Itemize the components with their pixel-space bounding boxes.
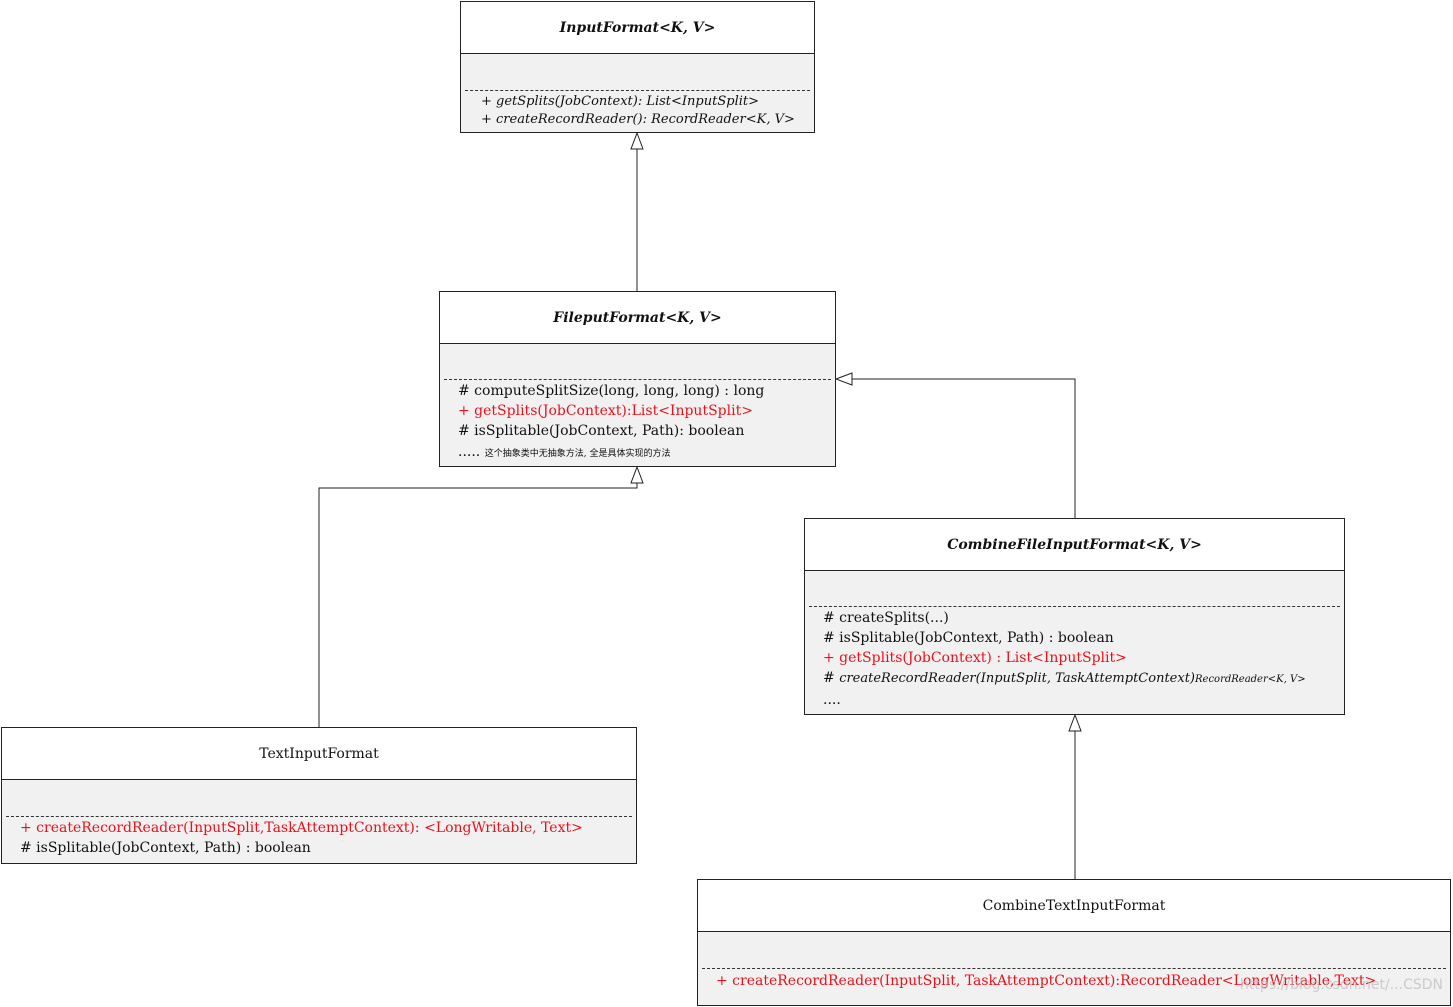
watermark: https://blog.csdn.net/...CSDN bbox=[1239, 977, 1443, 993]
more-operations: .... bbox=[823, 692, 841, 708]
class-name: CombineFileInputFormat<K, V> bbox=[805, 519, 1344, 571]
operation-signature: createRecordReader(InputSplit, TaskAttem… bbox=[839, 671, 1195, 686]
operations-compartment: + getSplits(JobContext): List<InputSplit… bbox=[461, 91, 814, 129]
class-input-format: InputFormat<K, V> + getSplits(JobContext… bbox=[460, 1, 815, 133]
operation: + getSplits(JobContext) : List<InputSpli… bbox=[823, 650, 1127, 666]
class-fileput-format: FileputFormat<K, V> # computeSplitSize(l… bbox=[439, 291, 836, 467]
operation: + createRecordReader(InputSplit, TaskAtt… bbox=[716, 973, 1377, 989]
class-name: CombineTextInputFormat bbox=[698, 880, 1450, 932]
note-ellipsis: ..... bbox=[458, 444, 481, 460]
generalization-arrowhead bbox=[1068, 713, 1082, 732]
attributes-compartment bbox=[461, 54, 814, 90]
generalization-arrowhead bbox=[630, 465, 644, 484]
compartment-divider bbox=[6, 816, 632, 817]
operation-return-type: RecordReader<K, V> bbox=[1195, 674, 1306, 685]
operation: + createRecordReader(InputSplit,TaskAtte… bbox=[20, 820, 583, 836]
note-line: ..... 这个抽象类中无抽象方法, 全是具体实现的方法 bbox=[458, 441, 835, 465]
class-name: InputFormat<K, V> bbox=[461, 2, 814, 54]
operation: # isSplitable(JobContext, Path) : boolea… bbox=[823, 630, 1114, 646]
attributes-compartment bbox=[698, 932, 1450, 968]
compartment-divider bbox=[702, 968, 1446, 969]
class-text-input-format: TextInputFormat + createRecordReader(Inp… bbox=[1, 727, 637, 864]
operation: + createRecordReader(): RecordReader<K, … bbox=[481, 112, 795, 127]
operation-visibility: # bbox=[823, 670, 840, 686]
attributes-compartment bbox=[440, 344, 835, 379]
class-combine-file-input-format: CombineFileInputFormat<K, V> # createSpl… bbox=[804, 518, 1345, 715]
operation: # createSplits(...) bbox=[823, 610, 949, 626]
operation: # isSplitable(JobContext, Path): boolean bbox=[458, 423, 745, 439]
operation: + getSplits(JobContext):List<InputSplit> bbox=[458, 403, 753, 419]
operation: # computeSplitSize(long, long, long) : l… bbox=[458, 383, 765, 399]
class-name: TextInputFormat bbox=[2, 728, 636, 780]
attributes-compartment bbox=[2, 780, 636, 816]
operation: # createRecordReader(InputSplit, TaskAtt… bbox=[823, 668, 1344, 690]
operations-compartment: + createRecordReader(InputSplit,TaskAtte… bbox=[2, 817, 636, 858]
attributes-compartment bbox=[805, 571, 1344, 606]
operations-compartment: # createSplits(...) # isSplitable(JobCon… bbox=[805, 607, 1344, 710]
operations-compartment: # computeSplitSize(long, long, long) : l… bbox=[440, 380, 835, 465]
operations-compartment: + createRecordReader(InputSplit, TaskAtt… bbox=[698, 969, 1450, 991]
edge-combinefile-to-fileput bbox=[852, 378, 1076, 518]
generalization-arrowhead bbox=[630, 131, 644, 150]
operation: # isSplitable(JobContext, Path) : boolea… bbox=[20, 840, 311, 856]
class-name: FileputFormat<K, V> bbox=[440, 292, 835, 344]
compartment-divider bbox=[809, 606, 1340, 607]
note-text: 这个抽象类中无抽象方法, 全是具体实现的方法 bbox=[484, 449, 671, 459]
generalization-arrowhead bbox=[834, 372, 853, 386]
compartment-divider bbox=[465, 90, 810, 91]
operation: + getSplits(JobContext): List<InputSplit… bbox=[481, 94, 760, 109]
edge-textinput-to-fileput bbox=[318, 483, 638, 727]
class-combine-text-input-format: CombineTextInputFormat + createRecordRea… bbox=[697, 879, 1451, 1006]
compartment-divider bbox=[444, 379, 831, 380]
